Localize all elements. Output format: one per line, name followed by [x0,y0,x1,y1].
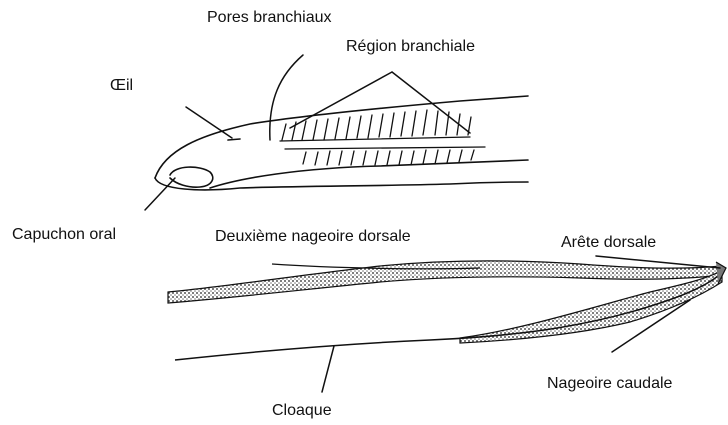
label-deuxieme-nageoire-dorsale: Deuxième nageoire dorsale [215,229,411,245]
gill-slits [280,110,485,165]
gill-upper-row-line [280,137,470,141]
label-cloaque: Cloaque [272,403,332,419]
gill-lower-row-line [285,147,485,149]
eye-mark [228,139,240,140]
gill-slits-upper [282,110,471,140]
anterior-body [155,96,528,190]
oral-hood [170,167,213,187]
leader-oeil [186,107,232,138]
label-region-branchiale: Région branchiale [346,39,475,55]
leader-region-b [392,72,470,133]
caudal-fin [460,270,722,343]
posterior-body [168,261,726,360]
label-arete-dorsale: Arête dorsale [561,235,656,251]
leader-lines [145,55,720,392]
leader-pores [270,55,303,140]
leader-region-a [290,72,392,128]
label-oeil: Œil [110,78,133,94]
label-capuchon-oral: Capuchon oral [12,227,116,243]
label-pores-branchiaux: Pores branchiaux [207,10,332,26]
head-inner-line [210,160,528,188]
label-nageoire-caudale: Nageoire caudale [547,376,672,392]
leader-cloaque [322,346,334,392]
head-dorsal-outline [155,96,528,178]
